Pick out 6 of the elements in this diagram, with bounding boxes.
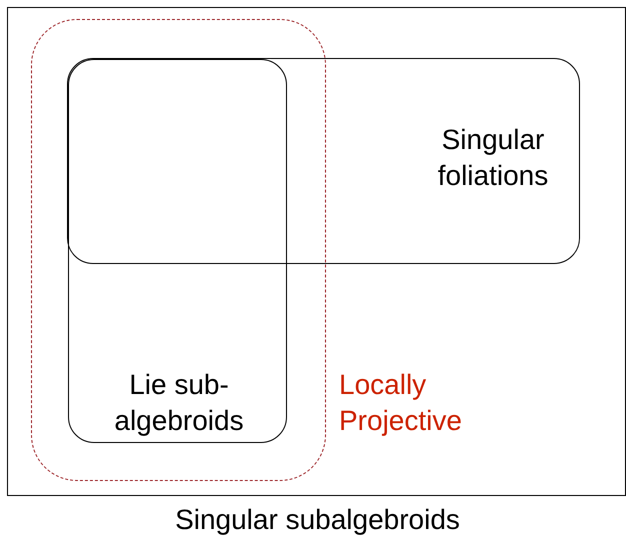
set-box [67,58,580,264]
set-label: Lie sub- algebroids [113,368,245,438]
set-label: Singular foliations [436,123,550,193]
set-label: Locally Projective [339,368,463,438]
region-label: Singular subalgebroids [174,504,461,536]
set-box [68,59,287,443]
